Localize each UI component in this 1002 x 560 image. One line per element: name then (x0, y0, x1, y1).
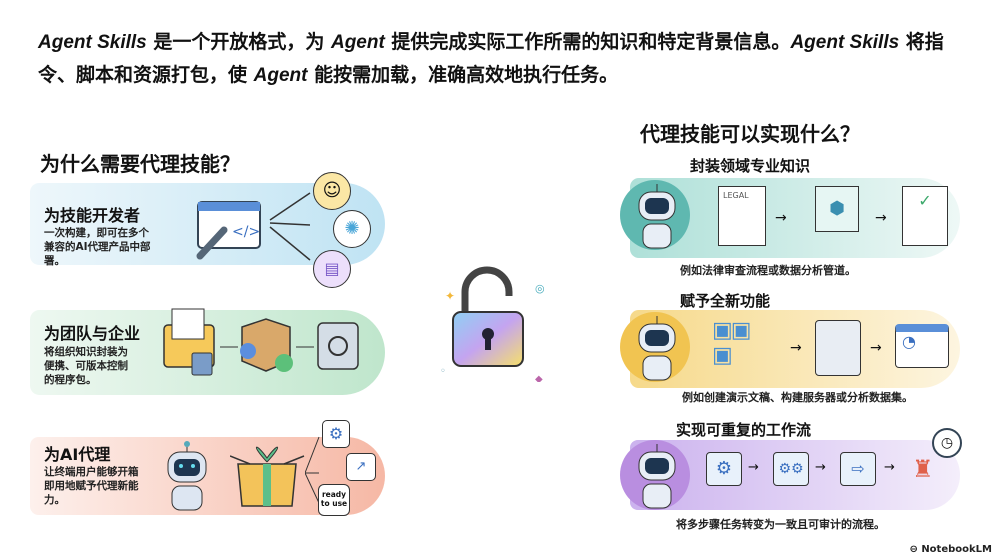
card-title: 为AI代理 (44, 445, 111, 464)
item-caption: 将多步骤任务转变为一致且可审计的流程。 (676, 518, 885, 531)
intro-text-part: 是一个开放格式，为 (146, 31, 331, 53)
dashboard-pie-icon: ◔ (895, 324, 949, 368)
export-file-icon: ⇨ (840, 452, 876, 486)
intro-text-part: 提供完成实际工作所需的知识和特定背景信息。 (384, 31, 791, 53)
certificate-icon: ✓ (902, 186, 948, 246)
robot-icon (638, 184, 676, 249)
arrow-icon: → (790, 340, 802, 356)
robot-icon: ☺ (313, 172, 351, 210)
card-title: 为团队与企业 (44, 324, 141, 343)
arrow-icon: → (875, 210, 887, 226)
notebooklm-logo-icon: ⊖ (909, 544, 922, 555)
gift-box-icon (230, 446, 305, 507)
chat-icon: ▤ (313, 250, 351, 288)
robot-icon (167, 441, 207, 511)
server-icon (815, 320, 861, 376)
gears-icon: ⚙⚙ (773, 452, 809, 486)
svg-text:◆: ◆ (535, 374, 543, 382)
intro-text: Agent Skills 是一个开放格式，为 Agent 提供完成实际工作所需的… (38, 26, 978, 92)
card-desc: 将组织知识封装为便携、可版本控制的程序包。 (44, 346, 128, 386)
gear-icon: ⚙ (706, 452, 742, 486)
item-title: 封装领域专业知识 (690, 157, 811, 175)
item-caption: 例如创建演示文稿、构建服务器或分析数据集。 (682, 391, 913, 404)
branch-arrows-icon (305, 436, 320, 504)
svg-text:</>: </> (232, 224, 260, 240)
brand-label: NotebookLM (921, 544, 992, 555)
gear-icon: ⚙ (322, 420, 350, 448)
wrench-window-icon: </> (196, 201, 261, 260)
right-section-title: 代理技能可以实现什么？ (640, 122, 860, 146)
clock-icon: ◷ (932, 428, 962, 458)
svg-text:✦: ✦ (445, 289, 455, 303)
chart-icon: ↗ (346, 453, 376, 481)
legal-document-icon: LEGAL (718, 186, 766, 246)
intro-term: Agent Skills (38, 32, 147, 53)
arrow-icon: → (884, 460, 895, 475)
card-title: 为技能开发者 (44, 206, 141, 225)
svg-text:◎: ◎ (535, 282, 545, 295)
unlocked-padlock-icon: ✦ ◎ ◦ ◆ (440, 266, 545, 382)
intro-term: Agent (253, 65, 308, 86)
left-section-title: 为什么需要代理技能？ (40, 152, 240, 176)
hexagon-select-icon: ⬢ (815, 186, 859, 232)
brain-icon: ✺ (333, 210, 371, 248)
notebooklm-brand: ⊖ NotebookLM (909, 544, 992, 555)
arrow-icon: → (748, 460, 759, 475)
arrows-icon (269, 192, 311, 261)
stamp-icon: ♜ (912, 455, 934, 483)
arrow-icon: → (870, 340, 882, 356)
arrow-icon: → (775, 210, 787, 226)
robot-icon (638, 316, 676, 381)
intro-text-part: 能按需加载，准确高效地执行任务。 (307, 64, 619, 86)
svg-text:◦: ◦ (440, 366, 446, 377)
item-title: 实现可重复的工作流 (676, 421, 812, 439)
intro-text-part: 将指令、脚本和资源打包，使 (38, 31, 944, 86)
folder-package-vault-icon (163, 308, 359, 376)
robot-icon (638, 444, 676, 509)
arrow-icon: → (815, 460, 826, 475)
item-title: 赋予全新功能 (680, 292, 771, 310)
intro-term: Agent (330, 32, 385, 53)
card-desc: 让终端用户能够开箱即用地赋予代理新能力。 (44, 466, 139, 506)
card-desc: 一次构建，即可在多个兼容的AI代理产品中部署。 (44, 227, 151, 267)
cubes-hands-icon: ▣▣▣ (712, 318, 752, 368)
ready-to-use-badge: ready to use (318, 484, 350, 516)
intro-term: Agent Skills (790, 32, 900, 53)
item-caption: 例如法律审查流程或数据分析管道。 (680, 264, 856, 277)
